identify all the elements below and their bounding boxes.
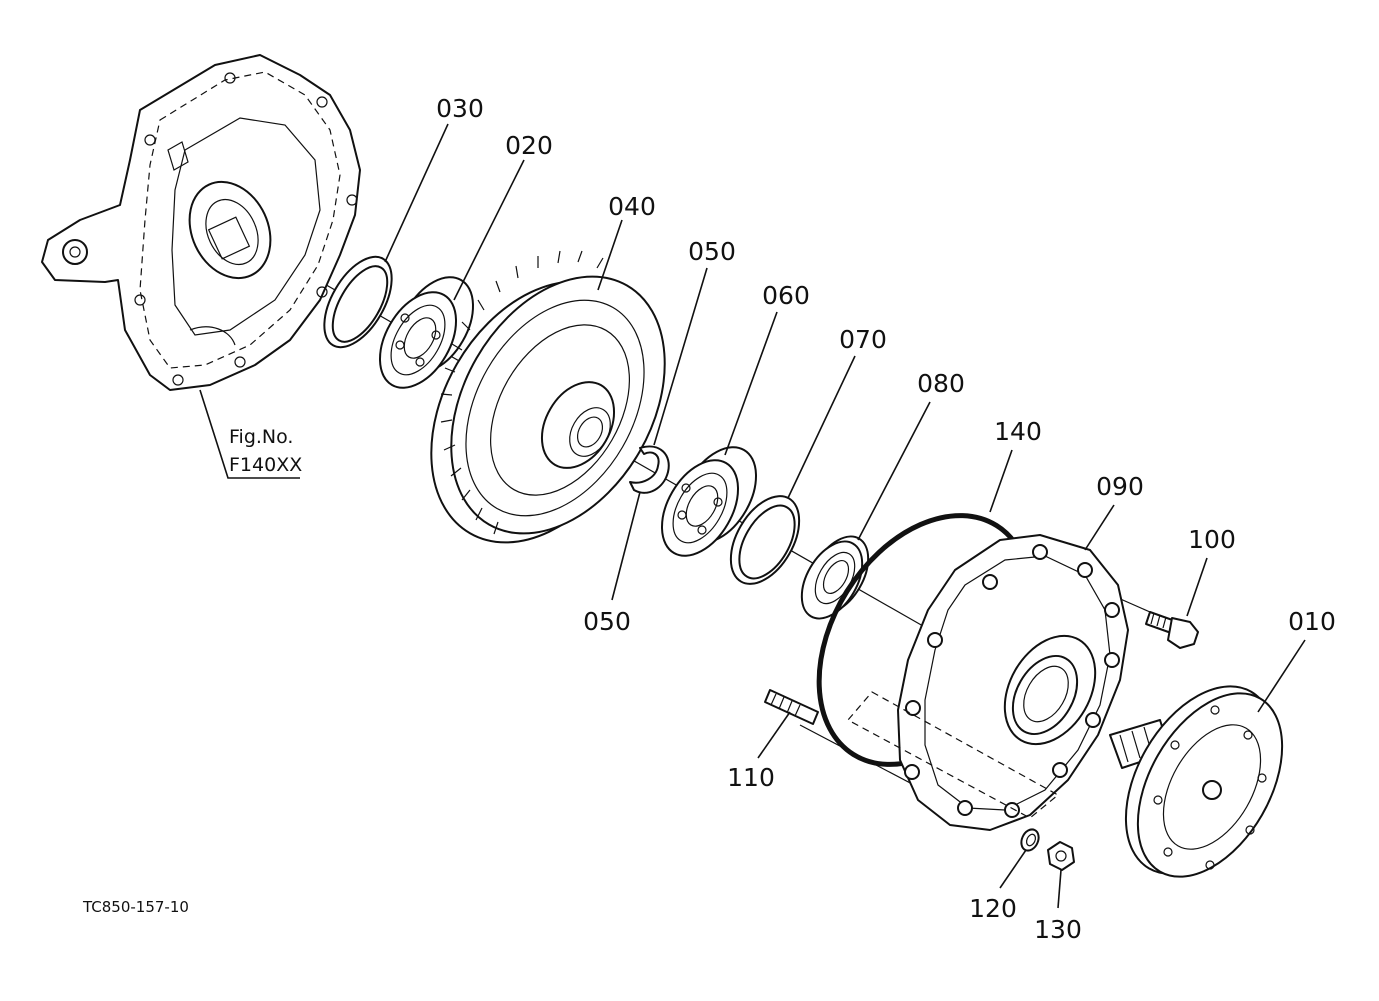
leader-080 [857, 401, 931, 541]
part-120-spring-washer [1020, 828, 1040, 852]
callout-090: 090 [1096, 472, 1144, 501]
part-050-snap-ring [629, 445, 670, 494]
part-010-axle-flange [1109, 685, 1284, 878]
leader-030 [384, 123, 449, 263]
part-100-bolt [1145, 611, 1199, 649]
callout-070: 070 [839, 325, 887, 354]
part-020-ball-bearing [379, 276, 474, 389]
part-060-ball-bearing [661, 446, 757, 557]
callout-120: 120 [969, 894, 1017, 923]
leader-140 [989, 449, 1013, 513]
callout-030: 030 [436, 94, 484, 123]
callout-010: 010 [1288, 607, 1336, 636]
leader-040 [597, 219, 623, 291]
figure-reference-number: F140XX [229, 454, 302, 476]
leader-020 [453, 159, 525, 301]
callout-110: 110 [727, 763, 775, 792]
callout-040: 040 [608, 192, 656, 221]
callout-080: 080 [917, 369, 965, 398]
part-030-collar [323, 255, 393, 349]
figure-reference-label: Fig.No. [229, 426, 293, 448]
part-070-collar [729, 495, 801, 585]
leader-110 [757, 711, 791, 759]
callout-130: 130 [1034, 915, 1082, 944]
part-040-final-gear [430, 250, 666, 544]
callout-100: 100 [1188, 525, 1236, 554]
leader-090 [1084, 504, 1115, 551]
final-case-housing [41, 54, 361, 391]
leader-010 [1257, 639, 1306, 713]
part-130-nut [1047, 841, 1075, 871]
callout-140: 140 [994, 417, 1042, 446]
drawing-code: TC850-157-10 [82, 898, 189, 916]
leader-060 [724, 311, 778, 456]
leader-130 [1057, 869, 1062, 909]
part-080-oil-seal [800, 535, 870, 620]
leader-100 [1186, 557, 1208, 617]
leader-050-upper [653, 267, 708, 446]
part-110-stud [764, 689, 819, 725]
leader-070 [787, 355, 856, 499]
callout-050-lower: 050 [583, 607, 631, 636]
part-090-case-cover [847, 534, 1129, 831]
callout-060: 060 [762, 281, 810, 310]
leader-050-lower [611, 491, 641, 601]
figure-reference-leader [199, 389, 300, 479]
callout-020: 020 [505, 131, 553, 160]
callout-050-upper: 050 [688, 237, 736, 266]
leader-120 [999, 849, 1027, 889]
